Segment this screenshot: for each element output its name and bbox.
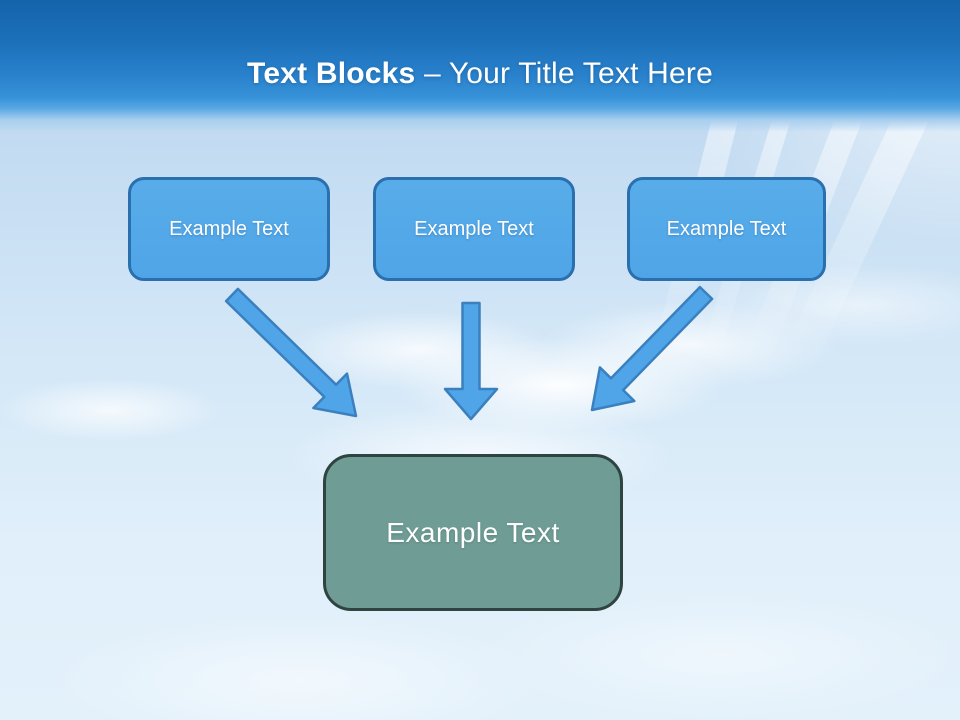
text-block-3-label: Example Text xyxy=(666,217,787,240)
text-block-3: Example Text xyxy=(627,177,826,281)
title-banner: Text Blocks – Your Title Text Here xyxy=(0,0,960,132)
center-text-block: Example Text xyxy=(323,454,623,611)
text-block-2: Example Text xyxy=(373,177,575,281)
center-text-block-label: Example Text xyxy=(386,516,560,548)
text-block-1-label: Example Text xyxy=(169,217,289,240)
text-block-2-label: Example Text xyxy=(414,217,534,240)
slide-title-rest: – Your Title Text Here xyxy=(415,57,713,90)
slide-title: Text Blocks – Your Title Text Here xyxy=(0,57,960,91)
slide-title-emphasis: Text Blocks xyxy=(247,57,416,90)
text-block-1: Example Text xyxy=(128,177,330,281)
